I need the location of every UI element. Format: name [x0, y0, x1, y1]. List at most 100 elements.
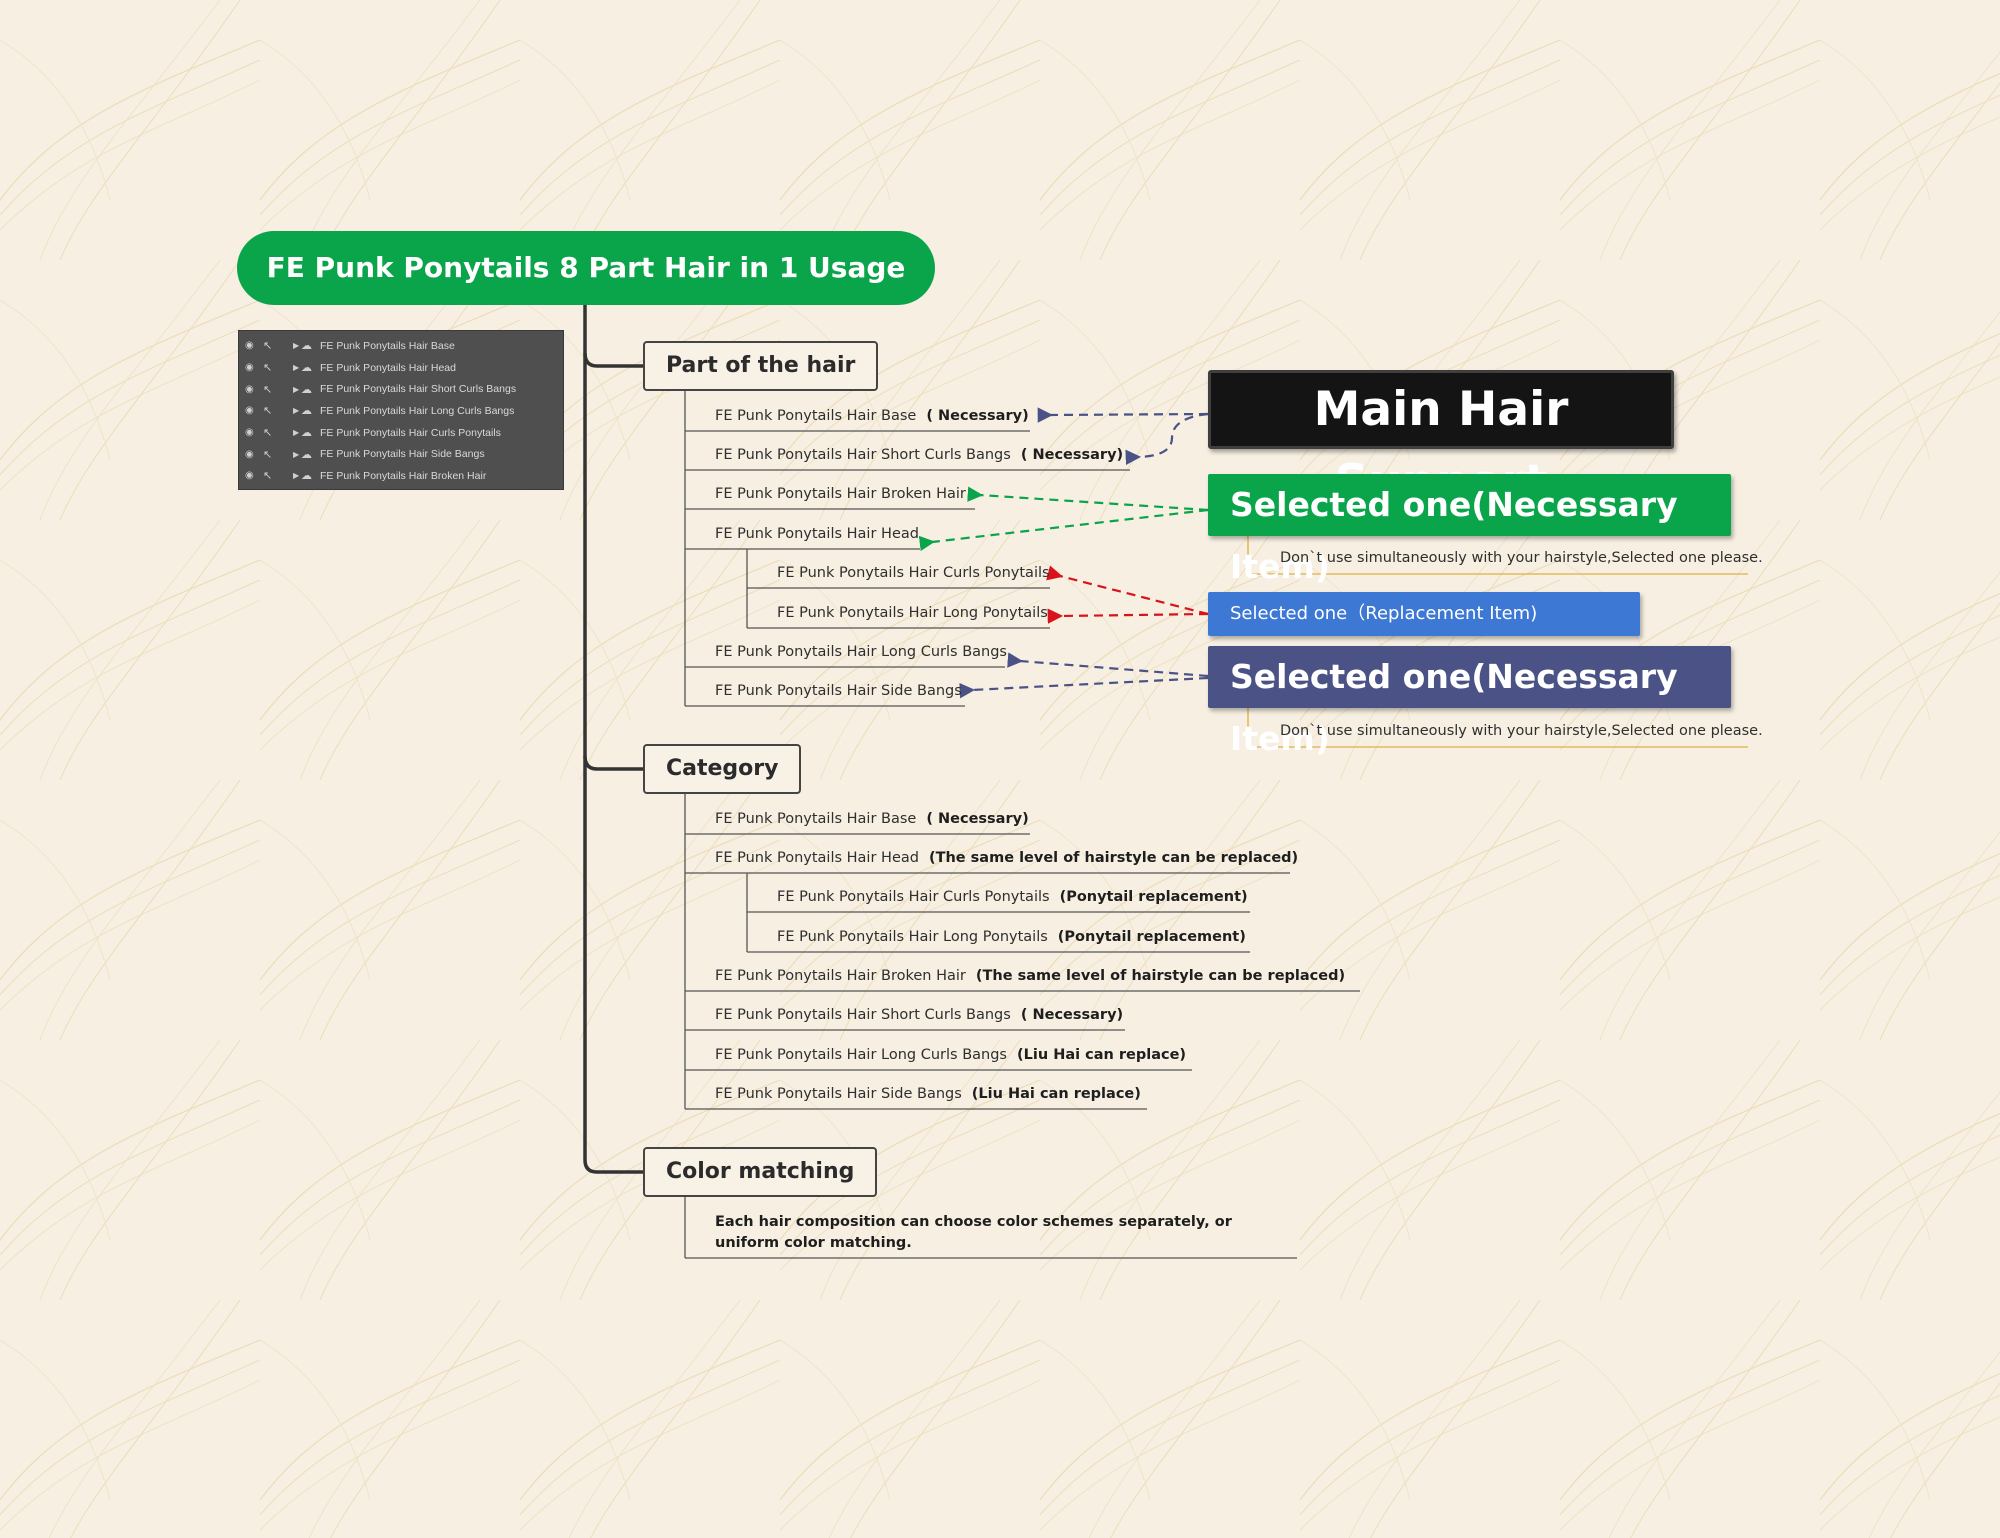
branch-label: Category: [666, 756, 779, 781]
layer-row: ◉ ↖ ▶ ☁ FE Punk Ponytails Hair Head: [239, 357, 563, 379]
list-item[interactable]: FE Punk Ponytails Hair Long Ponytails (Po…: [777, 929, 1246, 945]
layer-name: FE Punk Ponytails Hair Broken Hair: [320, 469, 487, 482]
item-note: (Ponytail replacement): [1057, 929, 1246, 945]
item-name: FE Punk Ponytails Hair Curls Ponytails: [777, 889, 1050, 905]
list-item[interactable]: FE Punk Ponytails Hair Long Curls Bangs: [715, 644, 1007, 660]
layer-name: FE Punk Ponytails Hair Side Bangs: [320, 448, 485, 461]
list-item[interactable]: FE Punk Ponytails Hair Curls Ponytails (P…: [777, 889, 1248, 905]
callout-selected-necessary-navy[interactable]: Selected one(Necessary Item): [1208, 646, 1731, 758]
list-item[interactable]: FE Punk Ponytails Hair Side Bangs: [715, 683, 962, 699]
eye-icon: ◉: [245, 427, 254, 439]
item-name: FE Punk Ponytails Hair Long Curls Bangs: [715, 644, 1007, 660]
brush-icon: ↖: [263, 470, 273, 483]
list-item[interactable]: FE Punk Ponytails Hair Side Bangs (Liu Ha…: [715, 1086, 1141, 1102]
expand-triangle-icon: ▶: [293, 471, 300, 481]
eye-icon: ◉: [245, 470, 254, 482]
callout-label: Selected one(Necessary Item): [1230, 657, 1678, 758]
list-item[interactable]: FE Punk Ponytails Hair Broken Hair: [715, 486, 966, 502]
list-item[interactable]: FE Punk Ponytails Hair Head (The same lev…: [715, 850, 1298, 866]
layer-name: FE Punk Ponytails Hair Base: [320, 339, 455, 352]
layer-name: FE Punk Ponytails Hair Short Curls Bangs: [320, 383, 517, 396]
layer-row: ◉ ↖ ▶ ☁ FE Punk Ponytails Hair Broken Ha…: [239, 465, 563, 487]
item-name: FE Punk Ponytails Hair Long Curls Bangs: [715, 1047, 1007, 1063]
root-title: FE Punk Ponytails 8 Part Hair in 1 Usage: [266, 251, 906, 284]
group-icon: ☁: [301, 448, 312, 461]
item-note: (The same level of hairstyle can be repl…: [928, 850, 1299, 866]
callout-label: Selected one(Necessary Item): [1230, 485, 1678, 586]
item-name: FE Punk Ponytails Hair Curls Ponytails: [777, 565, 1050, 581]
item-note: (Ponytail replacement): [1059, 889, 1248, 905]
brush-icon: ↖: [263, 340, 273, 353]
group-icon: ☁: [301, 383, 312, 396]
item-name: FE Punk Ponytails Hair Long Ponytails: [777, 929, 1048, 945]
group-icon: ☁: [301, 340, 312, 353]
list-item[interactable]: FE Punk Ponytails Hair Base ( Necessary): [715, 811, 1029, 827]
item-name: FE Punk Ponytails Hair Broken Hair: [715, 486, 966, 502]
branch-label: Color matching: [666, 1159, 855, 1184]
list-item[interactable]: FE Punk Ponytails Hair Long Ponytails: [777, 605, 1048, 621]
layer-row: ◉ ↖ ▶ ☁ FE Punk Ponytails Hair Curls Pon…: [239, 422, 563, 444]
brush-icon: ↖: [263, 362, 273, 375]
callout-selected-replacement[interactable]: Selected one（Replacement Item): [1208, 592, 1640, 636]
item-note: (The same level of hairstyle can be repl…: [975, 968, 1346, 984]
eye-icon: ◉: [245, 362, 254, 374]
brush-icon: ↖: [263, 427, 273, 440]
expand-triangle-icon: ▶: [293, 341, 300, 351]
item-note: ( Necessary): [926, 811, 1029, 827]
brush-icon: ↖: [263, 383, 273, 396]
layer-row: ◉ ↖ ▶ ☁ FE Punk Ponytails Hair Short Cur…: [239, 378, 563, 400]
item-name: FE Punk Ponytails Hair Short Curls Bangs: [715, 1007, 1011, 1023]
callout-main-hair-support[interactable]: Main Hair Support: [1208, 370, 1674, 510]
item-note: (Liu Hai can replace): [971, 1086, 1141, 1102]
item-note: ( Necessary): [926, 408, 1029, 424]
branch-part-of-hair[interactable]: Part of the hair: [643, 341, 879, 391]
expand-triangle-icon: ▶: [293, 363, 300, 373]
expand-triangle-icon: ▶: [293, 428, 300, 438]
item-name: FE Punk Ponytails Hair Head: [715, 526, 919, 542]
item-name: FE Punk Ponytails Hair Side Bangs: [715, 1086, 962, 1102]
item-name: FE Punk Ponytails Hair Base: [715, 811, 917, 827]
list-item[interactable]: FE Punk Ponytails Hair Long Curls Bangs (…: [715, 1047, 1186, 1063]
list-item[interactable]: FE Punk Ponytails Hair Broken Hair (The s…: [715, 968, 1345, 984]
item-name: FE Punk Ponytails Hair Side Bangs: [715, 683, 962, 699]
item-name: FE Punk Ponytails Hair Short Curls Bangs: [715, 447, 1011, 463]
item-note: ( Necessary): [1020, 1007, 1124, 1023]
eye-icon: ◉: [245, 448, 254, 460]
branch-label: Part of the hair: [666, 353, 856, 378]
group-icon: ☁: [301, 470, 312, 483]
layer-row: ◉ ↖ ▶ ☁ FE Punk Ponytails Hair Base: [239, 335, 563, 357]
expand-triangle-icon: ▶: [293, 406, 300, 416]
layer-name: FE Punk Ponytails Hair Long Curls Bangs: [320, 404, 515, 417]
item-name: FE Punk Ponytails Hair Long Ponytails: [777, 605, 1048, 621]
color-matching-note[interactable]: Each hair composition can choose color s…: [715, 1214, 1232, 1251]
callout-selected-necessary-green[interactable]: Selected one(Necessary Item): [1208, 474, 1731, 586]
list-item[interactable]: FE Punk Ponytails Hair Short Curls Bangs…: [715, 1007, 1123, 1023]
root-topic[interactable]: FE Punk Ponytails 8 Part Hair in 1 Usage: [237, 231, 935, 305]
eye-icon: ◉: [245, 340, 254, 352]
group-icon: ☁: [301, 427, 312, 440]
brush-icon: ↖: [263, 448, 273, 461]
branch-category[interactable]: Category: [643, 744, 802, 794]
list-item[interactable]: FE Punk Ponytails Hair Short Curls Bangs…: [715, 447, 1123, 463]
expand-triangle-icon: ▶: [293, 449, 300, 459]
layer-name: FE Punk Ponytails Hair Curls Ponytails: [320, 426, 501, 439]
list-item[interactable]: FE Punk Ponytails Hair Base ( Necessary): [715, 408, 1029, 424]
brush-icon: ↖: [263, 405, 273, 418]
layer-row: ◉ ↖ ▶ ☁ FE Punk Ponytails Hair Long Curl…: [239, 400, 563, 422]
layer-row: ◉ ↖ ▶ ☁ FE Punk Ponytails Hair Side Bang…: [239, 443, 563, 465]
item-note: (Liu Hai can replace): [1016, 1047, 1187, 1063]
branch-color-matching[interactable]: Color matching: [643, 1147, 878, 1197]
item-name: FE Punk Ponytails Hair Head: [715, 850, 919, 866]
list-item[interactable]: FE Punk Ponytails Hair Curls Ponytails: [777, 565, 1050, 581]
layer-name: FE Punk Ponytails Hair Head: [320, 361, 456, 374]
eye-icon: ◉: [245, 383, 254, 395]
group-icon: ☁: [301, 405, 312, 418]
callout-note: Don`t use simultaneously with your hairs…: [1280, 550, 1763, 566]
callout-label: Selected one（Replacement Item): [1230, 603, 1538, 624]
list-item[interactable]: FE Punk Ponytails Hair Head: [715, 526, 919, 542]
item-name: FE Punk Ponytails Hair Base: [715, 408, 917, 424]
callout-note: Don`t use simultaneously with your hairs…: [1280, 723, 1763, 739]
eye-icon: ◉: [245, 405, 254, 417]
layers-panel: ◉ ↖ ▶ ☁ FE Punk Ponytails Hair Base ◉ ↖ …: [238, 330, 564, 490]
item-name: FE Punk Ponytails Hair Broken Hair: [715, 968, 966, 984]
